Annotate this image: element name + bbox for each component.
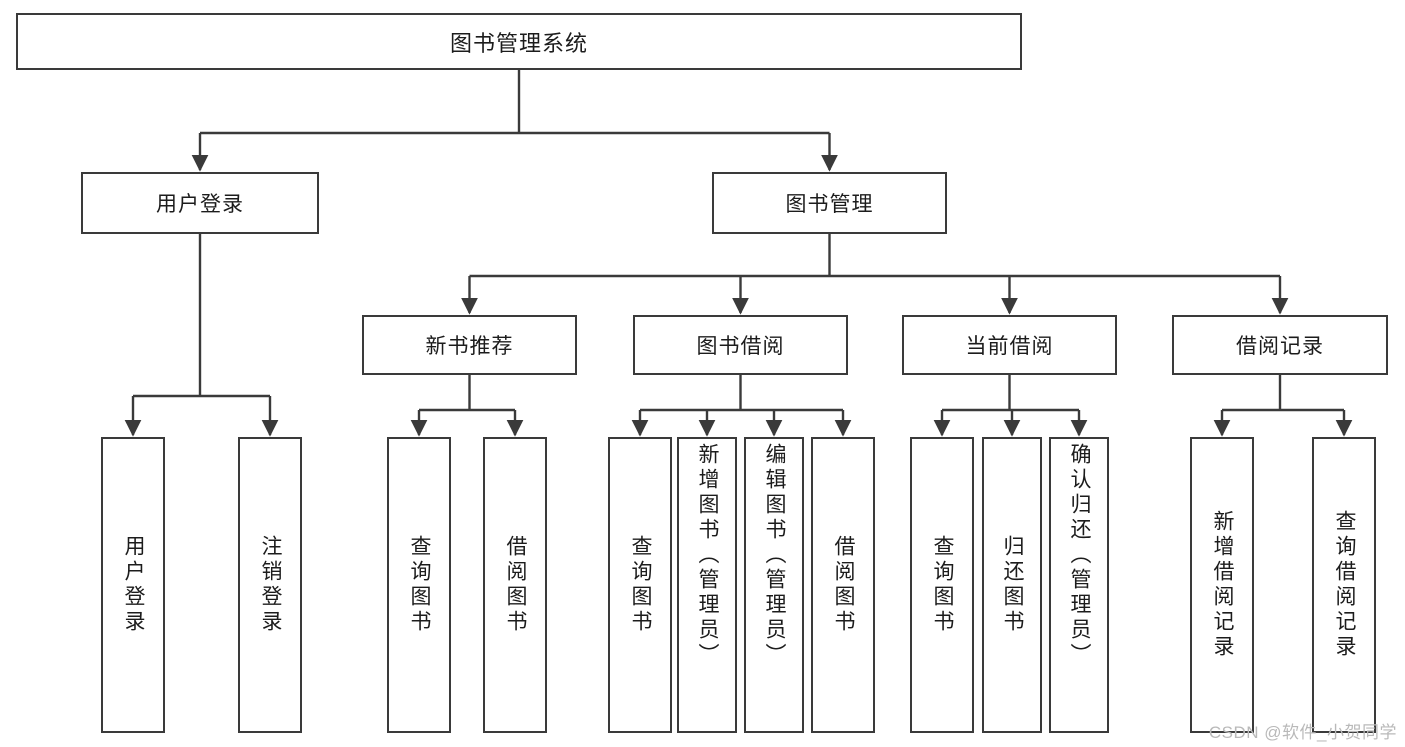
node-label: 归还图书 <box>1001 535 1025 635</box>
node-book-manage[interactable]: 图书管理 <box>712 172 947 234</box>
node-leaf-query-record[interactable]: 查询借阅记录 <box>1312 437 1376 733</box>
node-label: 当前借阅 <box>965 335 1054 358</box>
node-label: 查询图书 <box>931 535 955 635</box>
node-leaf-query-book-2[interactable]: 查询图书 <box>608 437 672 733</box>
node-label: 借阅记录 <box>1236 335 1324 358</box>
node-leaf-query-book-3[interactable]: 查询图书 <box>910 437 974 733</box>
node-label: 图书管理系统 <box>449 30 588 56</box>
node-label: 确认归还（管理员） <box>1068 443 1092 668</box>
node-label: 新增借阅记录 <box>1211 510 1235 660</box>
node-book-borrow[interactable]: 图书借阅 <box>633 315 848 375</box>
node-label: 注销登录 <box>259 535 283 635</box>
node-leaf-user-login[interactable]: 用户登录 <box>101 437 165 733</box>
node-leaf-borrow-book-2[interactable]: 借阅图书 <box>811 437 875 733</box>
node-label: 借阅图书 <box>504 535 528 635</box>
node-leaf-borrow-book-1[interactable]: 借阅图书 <box>483 437 547 733</box>
node-label: 新增图书（管理员） <box>696 443 720 668</box>
node-label: 查询图书 <box>408 535 432 635</box>
node-label: 借阅图书 <box>832 535 856 635</box>
node-leaf-edit-book[interactable]: 编辑图书（管理员） <box>744 437 804 733</box>
node-user-login[interactable]: 用户登录 <box>81 172 319 234</box>
node-leaf-add-book[interactable]: 新增图书（管理员） <box>677 437 737 733</box>
node-label: 用户登录 <box>122 535 146 635</box>
node-new-book-rec[interactable]: 新书推荐 <box>362 315 577 375</box>
node-label: 图书管理 <box>785 193 874 216</box>
node-current-borrow[interactable]: 当前借阅 <box>902 315 1117 375</box>
node-root[interactable]: 图书管理系统 <box>16 13 1022 70</box>
node-label: 查询图书 <box>629 535 653 635</box>
node-leaf-logout[interactable]: 注销登录 <box>238 437 302 733</box>
node-leaf-add-record[interactable]: 新增借阅记录 <box>1190 437 1254 733</box>
node-leaf-confirm-return[interactable]: 确认归还（管理员） <box>1049 437 1109 733</box>
node-leaf-query-book-1[interactable]: 查询图书 <box>387 437 451 733</box>
node-leaf-return-book[interactable]: 归还图书 <box>982 437 1042 733</box>
node-label: 用户登录 <box>156 193 244 216</box>
node-label: 新书推荐 <box>425 335 514 358</box>
node-label: 编辑图书（管理员） <box>763 443 787 668</box>
node-label: 图书借阅 <box>696 335 785 358</box>
node-label: 查询借阅记录 <box>1333 510 1357 660</box>
watermark-label: CSDN @软件_小贺同学 <box>1208 723 1397 742</box>
node-borrow-record[interactable]: 借阅记录 <box>1172 315 1388 375</box>
